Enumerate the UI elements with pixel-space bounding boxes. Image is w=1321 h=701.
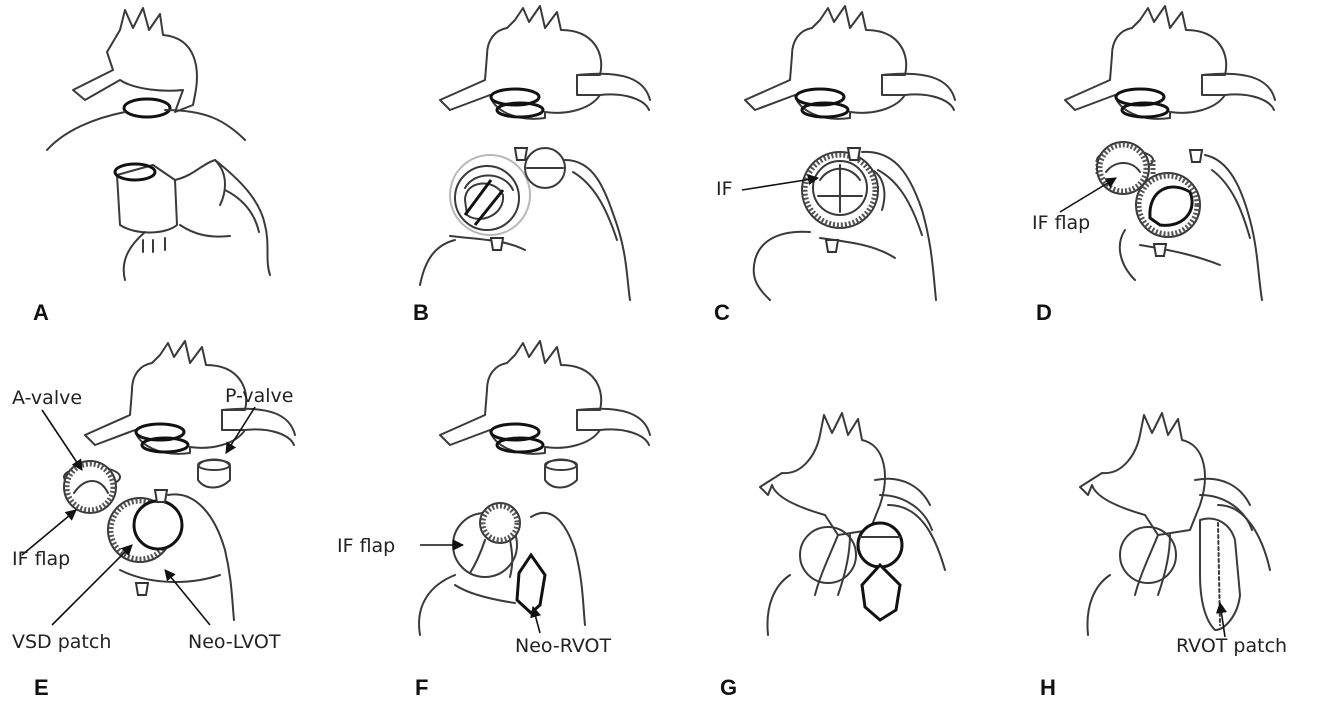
annotation-neo-rvot: Neo-RVOT (515, 635, 611, 657)
panel-h-drawing (1040, 345, 1321, 685)
annotation-if-flap: IF flap (337, 535, 395, 557)
panel-c: IF C (700, 0, 1000, 340)
panel-label: G (720, 675, 737, 701)
panel-b: B (395, 0, 695, 340)
panel-label: E (34, 675, 49, 701)
annotation-vsd-patch: VSD patch (12, 631, 111, 653)
panel-a-drawing (25, 0, 325, 340)
panel-a: A (25, 0, 325, 340)
annotation-rvot-patch: RVOT patch (1176, 635, 1301, 657)
panel-h: RVOT patch H (1040, 345, 1321, 685)
panel-g-drawing (720, 345, 1020, 685)
panel-f-drawing (335, 345, 635, 685)
panel-label: H (1040, 675, 1056, 701)
panel-label: C (714, 300, 730, 326)
panel-d-drawing (1020, 0, 1320, 340)
annotation-p-valve: P-valve (225, 385, 294, 407)
panel-label: D (1036, 300, 1052, 326)
panel-label: F (415, 675, 428, 701)
annotation-a-valve: A-valve (12, 387, 82, 409)
panel-label: A (33, 300, 49, 326)
annotation-if-flap: IF flap (12, 548, 70, 570)
annotation-if-flap: IF flap (1032, 212, 1090, 234)
panel-label: B (413, 300, 429, 326)
annotation-if: IF (716, 178, 733, 200)
panel-e: A-valve P-valve IF flap VSD patch Neo-LV… (0, 345, 300, 685)
panel-c-drawing (700, 0, 1000, 340)
panel-f: IF flap Neo-RVOT F (335, 345, 635, 685)
panel-b-drawing (395, 0, 695, 340)
panel-g: G (720, 345, 1020, 685)
annotation-neo-lvot: Neo-LVOT (188, 631, 280, 653)
panel-d: IF flap D (1020, 0, 1320, 340)
